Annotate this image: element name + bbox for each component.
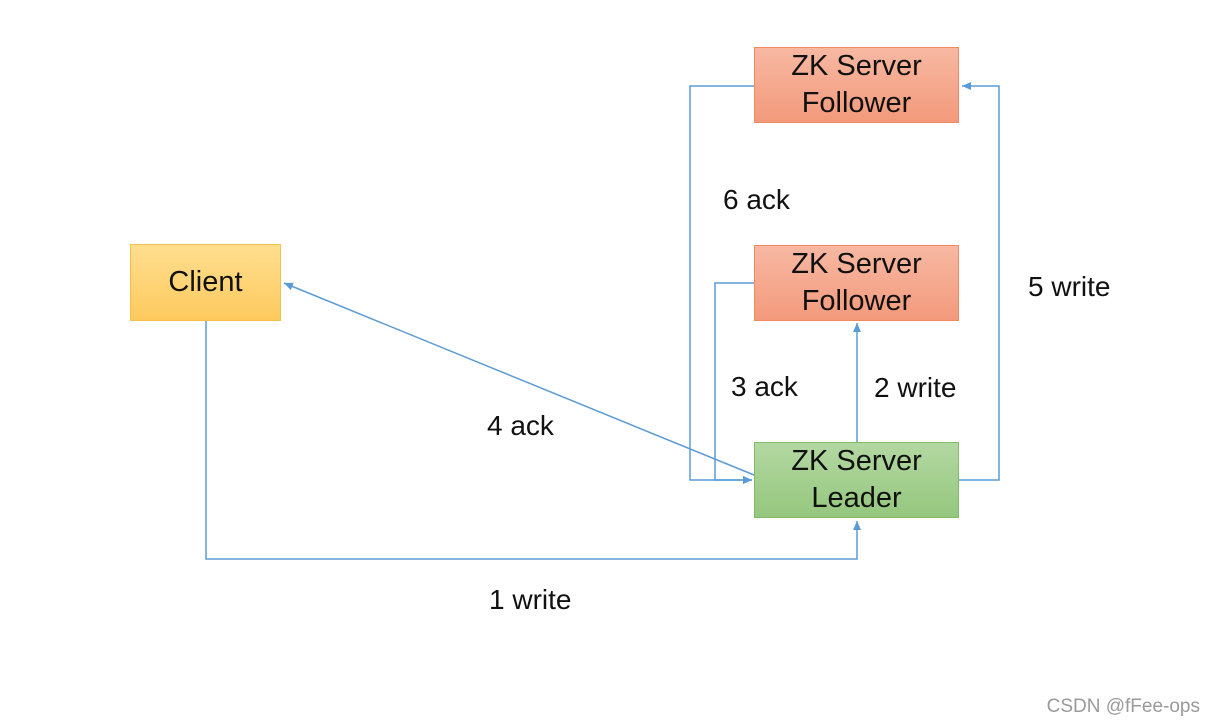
edge-label-4-ack: 4 ack [487, 410, 554, 441]
watermark: CSDN @fFee-ops [1046, 696, 1200, 717]
edge-label-1-write: 1 write [489, 584, 572, 615]
client-node: Client [130, 244, 281, 321]
leader-line2: Leader [811, 482, 902, 514]
edge-label-2-write: 2 write [874, 372, 957, 403]
follower-top-node: ZK Server Follower [754, 47, 959, 123]
leader-node: ZK Server Leader [754, 442, 959, 518]
follower-mid-node: ZK Server Follower [754, 245, 959, 321]
edge-1-write [205, 321, 861, 560]
edge-5-write [959, 82, 1000, 481]
edge-label-3-ack: 3 ack [731, 371, 798, 402]
edge-label-6-ack: 6 ack [723, 184, 790, 215]
leader-line1: ZK Server [791, 445, 922, 477]
follower-top-line2: Follower [801, 87, 912, 119]
edge-4-ack [283, 282, 755, 476]
edge-label-5-write: 5 write [1028, 271, 1111, 302]
follower-mid-line2: Follower [801, 285, 912, 317]
follower-mid-line1: ZK Server [791, 248, 922, 280]
edge-6-ack [689, 85, 754, 484]
follower-top-line1: ZK Server [791, 50, 922, 82]
client-label: Client [168, 266, 243, 298]
